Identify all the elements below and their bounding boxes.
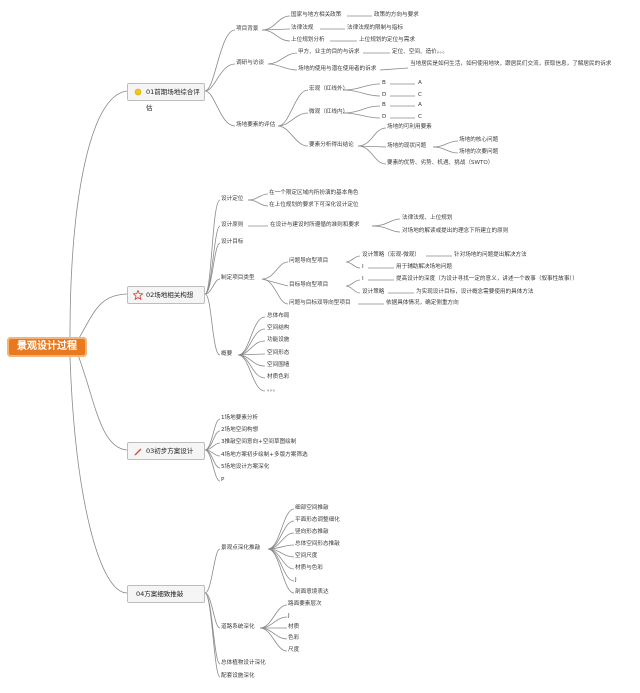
topic-resident-communication[interactable]: 当地居民是如何生活，如何使用地块，跟居民们交流，获取信息，了解居民的诉求 [410, 61, 612, 67]
topic-law-limits[interactable]: 法律法规的限制与指标 [347, 25, 403, 31]
topic-section-expression[interactable]: 剖面意境表达 [295, 589, 329, 595]
topic-swot[interactable]: 要素的优势、劣势、机遇、挑战（SWTO） [387, 160, 494, 166]
topic-project-background[interactable]: 项目背景 [236, 26, 259, 32]
topic-element-analysis[interactable]: 要素分析得出结论 [309, 142, 354, 148]
topic-material-color[interactable]: 材质色彩 [267, 374, 290, 380]
topic-basic-role[interactable]: 在一个限定区域内所扮演的基本角色 [269, 190, 359, 196]
topic-d[interactable]: D [382, 114, 387, 120]
topic-planting-design[interactable]: 总体植物设计深化 [221, 660, 266, 666]
pencil-icon [134, 448, 142, 456]
topic-concept-principles[interactable]: 对场地的解读或提出的理念下所建立的原则 [402, 228, 509, 234]
topic-spatial-enclosure[interactable]: 空间围墙 [267, 362, 290, 368]
topic-design-strategy[interactable]: 设计策略 [362, 289, 385, 295]
topic-problem-oriented[interactable]: 问题导向型项目 [289, 258, 329, 264]
topic-design-principles[interactable]: 设计原则 [221, 222, 244, 228]
sun-icon [134, 88, 142, 96]
topic-usable-elements[interactable]: 场地的可利用要素 [387, 124, 432, 130]
topic-c[interactable]: C [418, 92, 422, 98]
branch-02-site-concept[interactable]: 02场地相关构想 [127, 286, 205, 304]
topic-step-1[interactable]: 1场地要素分析 [221, 415, 259, 421]
topic-a[interactable]: A [418, 102, 422, 108]
topic-design-goal[interactable]: 设计目标 [221, 239, 244, 245]
topic-plan-form[interactable]: 平面形态调整细化 [295, 517, 340, 523]
topic-spatial-structure[interactable]: 空间结构 [267, 325, 290, 331]
topic-survey-interview[interactable]: 调研与访谈 [236, 60, 264, 66]
topic-facilities[interactable]: 功能设施 [267, 337, 290, 343]
branch-label: 03初步方案设计 [146, 447, 194, 455]
topic-j[interactable]: J [288, 613, 290, 619]
topic-vertical-form[interactable]: 竖向形态推敲 [295, 529, 329, 535]
topic-road-scale[interactable]: 尺度 [288, 647, 300, 653]
topic-project-type[interactable]: 制定项目类型 [221, 275, 255, 281]
topic-c[interactable]: C [418, 114, 422, 120]
topic-i[interactable]: I [362, 264, 364, 270]
topic-assist-solve[interactable]: 用于辅助解决场地问题 [396, 264, 452, 270]
topic-overall-form[interactable]: 总体空间形态推敲 [295, 541, 340, 547]
topic-road-color[interactable]: 色彩 [288, 635, 300, 641]
topic-design-positioning[interactable]: 设计定位 [221, 196, 244, 202]
topic-step-2[interactable]: 2场地空间构想 [221, 427, 259, 433]
topic-laws-upper-plan[interactable]: 法律法规、上位规划 [402, 215, 453, 221]
topic-detail-space[interactable]: 细部空间推敲 [295, 505, 329, 511]
topic-facilities-refinement[interactable]: 配套设施深化 [221, 673, 255, 679]
topic-design-depth[interactable]: 提高设计的深度（为设计寻找一定的意义，讲述一个故事（叙事性故事）） [396, 276, 578, 282]
topic-overall-layout[interactable]: 总体布局 [267, 313, 290, 319]
topic-upper-plan[interactable]: 上位规划分析 [291, 37, 325, 43]
topic-policy[interactable]: 国家与地方相关政策 [291, 12, 342, 18]
topic-policy-direction[interactable]: 政策的方向与要求 [374, 12, 419, 18]
branch-label: 01前期场地综合评估 [146, 88, 200, 112]
branch-03-preliminary-design[interactable]: 03初步方案设计 [127, 442, 205, 460]
topic-step-p[interactable]: P [221, 477, 225, 483]
branch-04-scheme-refinement[interactable]: 04方案细致推敲 [127, 585, 205, 603]
topic-positioning[interactable]: 定位、空间、造价。。。 [392, 49, 448, 55]
topic-core-problems[interactable]: 场地的核心问题 [459, 137, 499, 143]
branch-label: 04方案细致推敲 [136, 590, 184, 598]
topic-step-4[interactable]: 4场地方案初步绘制+多版方案筛选 [221, 452, 308, 458]
topic-i[interactable]: I [362, 276, 364, 282]
topic-concrete-methods[interactable]: 为实现设计目标，设计概念需要使用的具体方法 [416, 289, 534, 295]
star-icon [133, 290, 143, 300]
topic-node-refinement[interactable]: 景观点深化推敲 [221, 545, 261, 551]
topic-user-needs[interactable]: 场地的使用与潜在使用者的诉求 [298, 66, 377, 72]
topic-solve-site-problems[interactable]: 针对场地的问题提出解决方法 [454, 252, 527, 258]
topic-j[interactable]: J [295, 577, 297, 583]
topic-micro[interactable]: 微观（红线内） [309, 109, 349, 115]
topic-b[interactable]: B [382, 102, 386, 108]
topic-road-system[interactable]: 道路系统深化 [221, 624, 255, 630]
branch-01-site-assessment[interactable]: 01前期场地综合评估 [127, 83, 205, 112]
topic-principle-rules[interactable]: 在设计与建设时所遵循的准则和要求 [270, 222, 360, 228]
topic-road-material[interactable]: 材质 [288, 624, 300, 630]
topic-deepen-positioning[interactable]: 在上位规划的要求下可深化设计定位 [269, 202, 359, 208]
topic-concept-summary[interactable]: 概要 [221, 351, 233, 357]
root-label: 景观设计过程 [17, 341, 77, 352]
branch-label: 02场地相关构想 [146, 291, 194, 299]
topic-dual-oriented[interactable]: 问题与目标双导向型项目 [289, 300, 351, 306]
topic-spatial-form[interactable]: 空间形态 [267, 350, 290, 356]
topic-upper-plan-needs[interactable]: 上位规划的定位与需求 [359, 37, 415, 43]
topic-road-layers[interactable]: 路面要素层次 [288, 601, 322, 607]
topic-minor-problems[interactable]: 场地的次要问题 [459, 149, 499, 155]
root-topic[interactable]: 景观设计过程 [7, 337, 87, 357]
topic-a[interactable]: A [418, 80, 422, 86]
topic-ellipsis[interactable]: 。。。 [267, 387, 279, 393]
topic-goal-oriented[interactable]: 目标导向型项目 [289, 282, 329, 288]
topic-strategy-macro-micro[interactable]: 设计策略（宏观-微观） [362, 252, 420, 258]
topic-b[interactable]: B [382, 80, 386, 86]
topic-emphasis[interactable]: 依据具体情况，确定侧重方向 [386, 300, 459, 306]
topic-d[interactable]: D [382, 92, 387, 98]
topic-material-color[interactable]: 材质与色彩 [295, 565, 323, 571]
topic-site-element-eval[interactable]: 场地要素的评估 [236, 122, 276, 128]
topic-client-goals[interactable]: 甲方、业主的目的与诉求 [298, 49, 360, 55]
topic-laws[interactable]: 法律法规 [291, 25, 314, 31]
topic-current-problems[interactable]: 场地的现状问题 [387, 143, 427, 149]
topic-spatial-scale[interactable]: 空间尺度 [295, 553, 318, 559]
topic-step-5[interactable]: 5场地设计方案深化 [221, 464, 270, 470]
topic-macro[interactable]: 宏观（红线外） [309, 86, 349, 92]
topic-step-3[interactable]: 3推敲空间意向+空间草图绘制 [221, 439, 297, 445]
